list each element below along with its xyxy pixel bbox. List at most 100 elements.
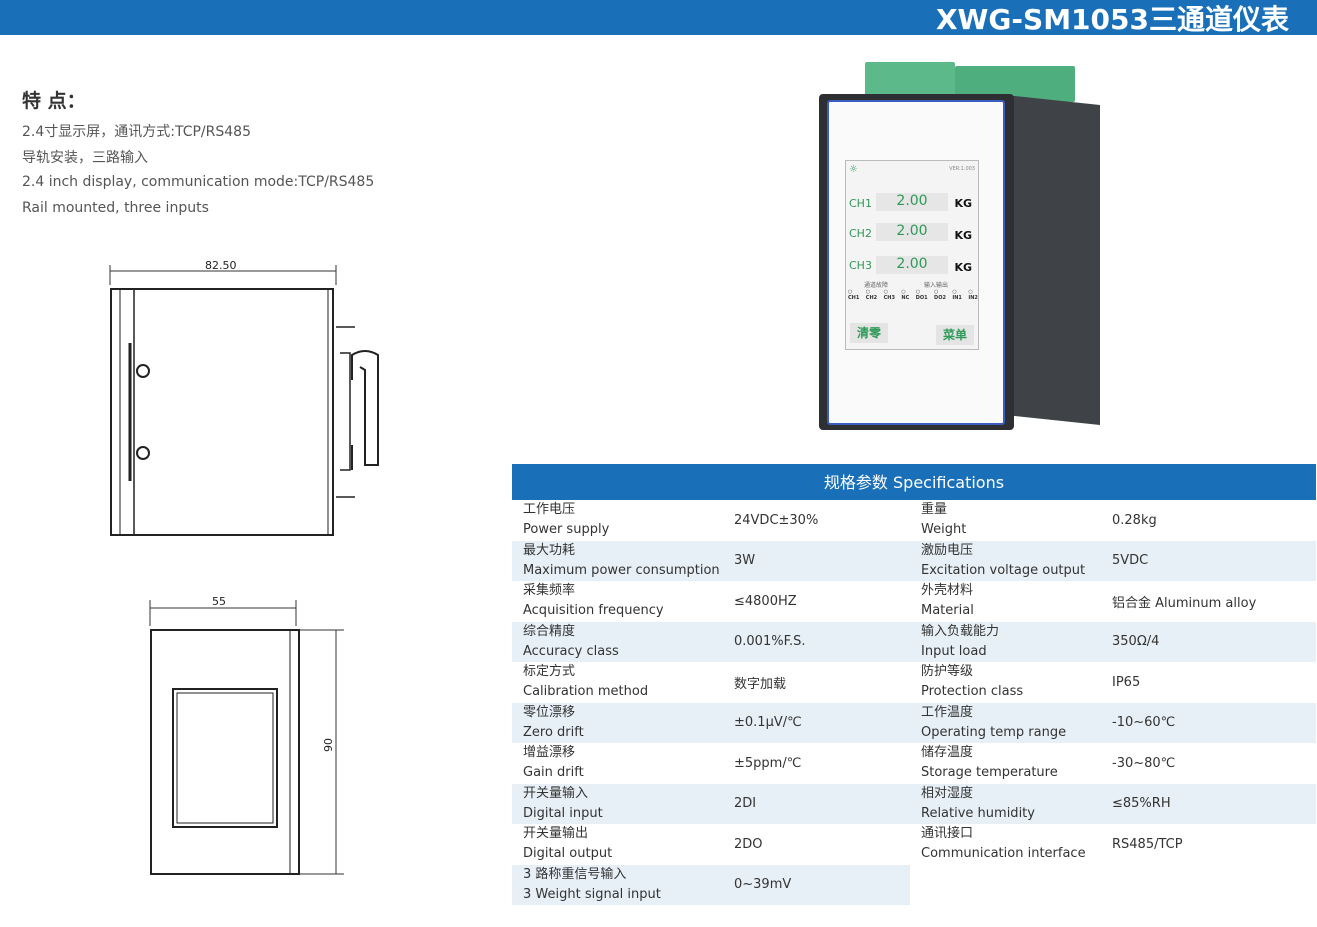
label-zh: 工作电压 <box>523 502 576 518</box>
spec-row: 零位漂移 Zero drift ±0.1μV/℃ 工作温度 Operating temp… <box>512 702 1316 744</box>
label-en: Calibration method <box>523 684 649 700</box>
channel-label: CH3 <box>849 259 872 272</box>
side-view-drawing: 82.50 <box>109 259 379 536</box>
zero-button: 清零 <box>850 323 888 343</box>
label-zh: 工作温度 <box>921 704 974 720</box>
spec-value: 24VDC±30% <box>734 512 819 528</box>
feature-line: 导轨安装，三路输入 <box>22 150 148 166</box>
label-en: 3 Weight signal input <box>523 886 661 902</box>
label-en: Weight <box>921 522 967 538</box>
device-screen: ☼ VER:1.003 CH1 2.00 KG CH2 2.00 KG CH3 … <box>845 160 979 350</box>
fault-label: 通道故障 <box>864 282 889 289</box>
spec-label: 重量 Weight <box>910 500 1101 541</box>
spec-value: 0.001%F.S. <box>734 634 806 650</box>
label-zh: 重量 <box>921 502 948 518</box>
spec-label: 储存温度 Storage temperature <box>910 743 1101 784</box>
channel-label: CH2 <box>849 227 872 240</box>
specifications-title: 规格参数 Specifications <box>512 464 1316 500</box>
spec-value: 5VDC <box>1112 553 1149 569</box>
label-zh: 零位漂移 <box>523 704 576 720</box>
spec-value: 350Ω/4 <box>1112 634 1160 650</box>
label-en: Operating temp range <box>921 724 1067 740</box>
spec-label: 工作温度 Operating temp range <box>910 703 1101 744</box>
label-zh: 开关量输出 <box>523 826 589 842</box>
label-zh: 开关量输入 <box>523 785 589 801</box>
spec-value: 数字加载 <box>734 676 787 692</box>
spec-label: 开关量输入 Digital input <box>512 784 723 825</box>
label-en: Relative humidity <box>921 805 1035 821</box>
spec-value: -30~80℃ <box>1112 755 1176 771</box>
indicator-led: ○CH2 <box>865 289 878 301</box>
feature-line: 2.4 inch display, communication mode:TCP… <box>22 174 375 190</box>
device-photo: ☼ VER:1.003 CH1 2.00 KG CH2 2.00 KG CH3 … <box>815 60 1105 440</box>
spec-value: ≤4800HZ <box>734 593 797 609</box>
label-en: Digital output <box>523 846 613 862</box>
spec-label: 相对湿度 Relative humidity <box>910 784 1101 825</box>
label-en: Input load <box>921 643 987 659</box>
label-zh: 最大功耗 <box>523 542 576 558</box>
io-label: 输入输出 <box>924 282 949 289</box>
side-width-label: 82.50 <box>205 259 237 272</box>
label-en: Digital input <box>523 805 603 821</box>
label-en: Excitation voltage output <box>921 562 1086 578</box>
menu-button: 菜单 <box>936 325 974 345</box>
spec-value: 铝合金 Aluminum alloy <box>1112 595 1257 611</box>
screw-icon <box>136 364 150 378</box>
spec-value: -10~60℃ <box>1112 715 1176 731</box>
label-en: Acquisition frequency <box>523 603 664 619</box>
sun-icon: ☼ <box>849 164 858 175</box>
label-zh: 3 路称重信号输入 <box>523 866 627 882</box>
indicator-led: ○CH3 <box>883 289 895 301</box>
spec-label: 3 路称重信号输入 3 Weight signal input <box>512 865 723 906</box>
features-heading: 特 点： <box>22 90 86 112</box>
label-zh: 综合精度 <box>523 623 576 639</box>
spec-label: 开关量输出 Digital output <box>512 824 723 865</box>
label-en: Storage temperature <box>921 765 1058 781</box>
label-en: Accuracy class <box>523 643 619 659</box>
spec-value: 2DO <box>734 836 763 852</box>
channel-unit: KG <box>954 229 972 242</box>
channel-value: 2.00 <box>876 223 948 241</box>
specifications-table: 规格参数 Specifications 工作电压 Power supply 24VD… <box>512 464 1316 905</box>
spec-value: IP65 <box>1112 674 1141 690</box>
channel-value: 2.00 <box>876 256 948 274</box>
label-zh: 标定方式 <box>523 664 576 680</box>
label-zh: 增益漂移 <box>523 745 576 761</box>
screw-icon <box>136 446 150 460</box>
front-view-drawing: 55 90 <box>149 595 344 875</box>
channel-unit: KG <box>954 261 972 274</box>
spec-value: ±0.1μV/℃ <box>734 715 802 731</box>
channel-unit: KG <box>954 197 972 210</box>
spec-value: ±5ppm/℃ <box>734 755 802 771</box>
channel-value: 2.00 <box>876 193 948 211</box>
feature-line: Rail mounted, three inputs <box>22 200 209 216</box>
spec-value: 3W <box>734 553 756 569</box>
label-zh: 储存温度 <box>921 745 974 761</box>
label-zh: 防护等级 <box>921 664 974 680</box>
indicator-led: ○DO2 <box>934 289 946 301</box>
firmware-version: VER:1.003 <box>949 166 975 172</box>
indicator-led: ○DO1 <box>915 289 928 301</box>
label-en: Zero drift <box>523 724 584 740</box>
spec-value: ≤85%RH <box>1112 796 1171 812</box>
feature-line: 2.4寸显示屏，通讯方式:TCP/RS485 <box>22 124 251 140</box>
spec-label: 综合精度 Accuracy class <box>512 622 723 663</box>
label-en: Power supply <box>523 522 610 538</box>
indicator-led: ○IN1 <box>952 289 962 301</box>
label-zh: 相对湿度 <box>921 785 974 801</box>
front-width-label: 55 <box>212 595 226 608</box>
spec-value: 0.28kg <box>1112 512 1157 528</box>
